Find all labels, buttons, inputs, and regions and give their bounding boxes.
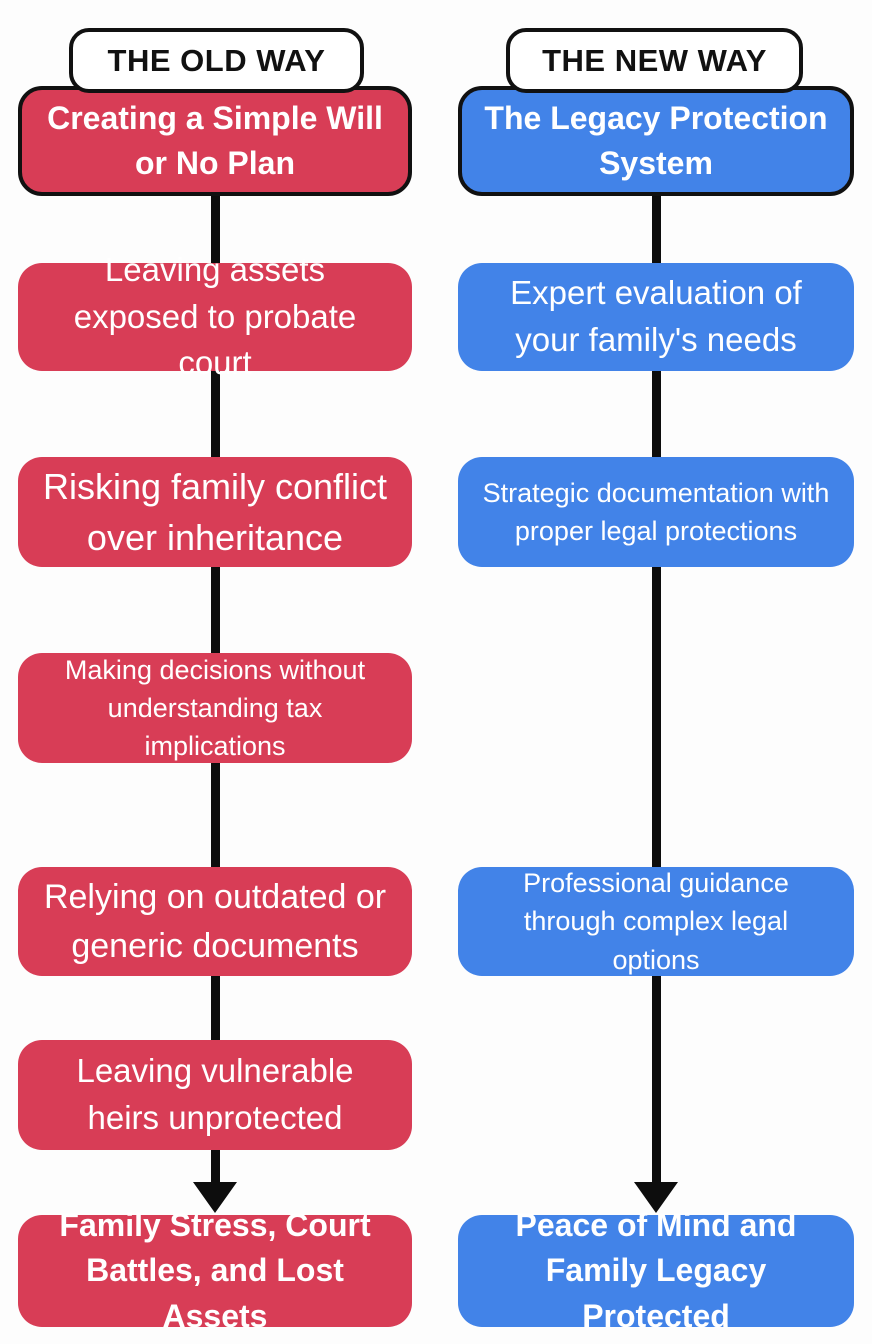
new-way-final-box: Peace of Mind and Family Legacy Protecte… bbox=[458, 1207, 854, 1334]
old-way-step-probate: Leaving assets exposed to probate court bbox=[18, 251, 412, 381]
old-way-step-tax: Making decisions without understanding t… bbox=[18, 653, 412, 763]
old-way-step-outdated: Relying on outdated or generic documents bbox=[18, 867, 412, 976]
old-way-final-box: Family Stress, Court Battles, and Lost A… bbox=[18, 1207, 412, 1334]
old-way-step-heirs: Leaving vulnerable heirs unprotected bbox=[18, 1040, 412, 1150]
new-way-step-evaluation: Expert evaluation of your family's needs bbox=[458, 263, 854, 371]
old-way-header: THE OLD WAY bbox=[69, 28, 364, 93]
old-way-step-conflict: Risking family conflict over inheritance bbox=[18, 457, 412, 567]
old-way-top-box: Creating a Simple Will or No Plan bbox=[18, 86, 412, 196]
new-way-flow-line bbox=[652, 150, 661, 1190]
new-way-step-guidance: Professional guidance through complex le… bbox=[458, 867, 854, 976]
new-way-top-box: The Legacy Protection System bbox=[458, 86, 854, 196]
new-way-arrow-down-icon bbox=[634, 1182, 678, 1213]
old-way-arrow-down-icon bbox=[193, 1182, 237, 1213]
new-way-header: THE NEW WAY bbox=[506, 28, 803, 93]
new-way-step-documentation: Strategic documentation with proper lega… bbox=[458, 457, 854, 567]
